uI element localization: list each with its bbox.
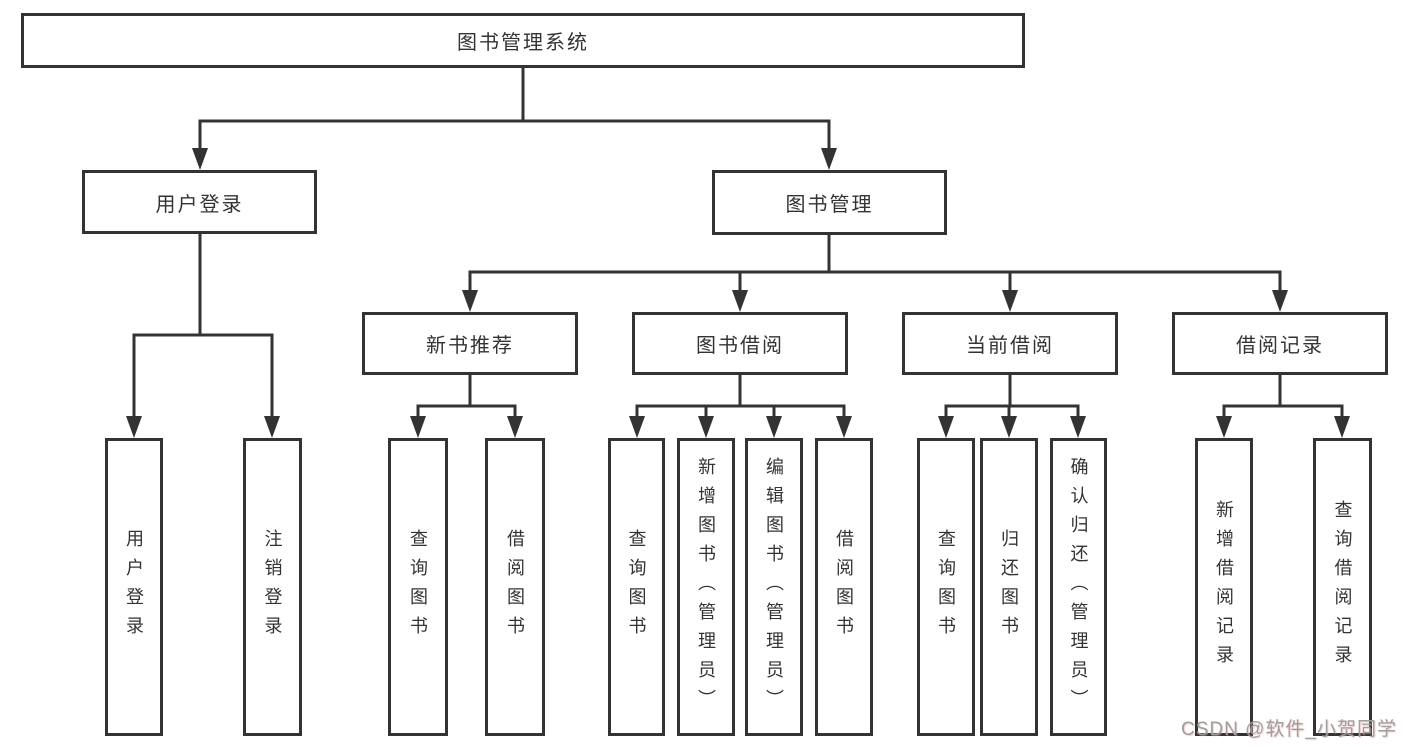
node-label: 当前借阅	[966, 335, 1054, 357]
node-new-book-recommend: 新书推荐	[362, 312, 578, 375]
node-root: 图书管理系统	[21, 13, 1025, 68]
node-label: 新书推荐	[426, 335, 514, 357]
leaf-borrow-books-recommend: 借阅图书	[485, 438, 545, 736]
leaf-label: 新增借阅记录	[1214, 500, 1234, 674]
leaf-label: 确认归还（管理员）	[1068, 456, 1089, 718]
leaf-label: 查询图书	[408, 529, 428, 645]
leaf-label: 查询图书	[936, 529, 956, 645]
node-label: 图书管理	[785, 194, 874, 216]
leaf-query-borrow-record: 查询借阅记录	[1313, 438, 1372, 736]
leaf-return-book: 归还图书	[980, 438, 1038, 736]
node-label: 借阅记录	[1236, 335, 1324, 357]
leaf-borrow-book: 借阅图书	[815, 438, 873, 736]
node-current-borrow: 当前借阅	[902, 312, 1118, 375]
node-root-label: 图书管理系统	[457, 32, 589, 54]
leaf-label: 借阅图书	[505, 529, 525, 645]
node-label: 图书借阅	[696, 335, 784, 357]
node-borrow-records: 借阅记录	[1172, 312, 1388, 375]
leaf-edit-book-admin: 编辑图书（管理员）	[745, 438, 803, 736]
node-book-management-module: 图书管理	[712, 170, 947, 235]
leaf-query-books-current: 查询图书	[917, 438, 975, 736]
csdn-watermark: CSDN @软件_小贺同学	[1181, 719, 1397, 740]
node-user-login-module: 用户登录	[82, 170, 317, 234]
leaf-query-books-recommend: 查询图书	[388, 438, 448, 736]
leaf-label: 新增图书（管理员）	[696, 456, 716, 718]
leaf-label: 查询图书	[626, 529, 647, 645]
leaf-add-borrow-record: 新增借阅记录	[1195, 438, 1253, 736]
leaf-add-book-admin: 新增图书（管理员）	[677, 438, 735, 736]
leaf-logout: 注销登录	[243, 438, 302, 736]
node-book-borrow: 图书借阅	[632, 312, 848, 375]
leaf-label: 查询借阅记录	[1332, 500, 1353, 674]
leaf-label: 归还图书	[999, 529, 1019, 645]
leaf-label: 编辑图书（管理员）	[764, 456, 784, 718]
leaf-label: 注销登录	[262, 529, 283, 645]
node-label: 用户登录	[155, 193, 244, 216]
arrowheads	[126, 148, 1350, 438]
leaf-label: 用户登录	[124, 529, 144, 645]
leaf-label: 借阅图书	[834, 529, 854, 645]
leaf-user-login: 用户登录	[105, 438, 163, 736]
leaf-confirm-return-admin: 确认归还（管理员）	[1050, 438, 1107, 736]
leaf-query-books-borrow: 查询图书	[608, 438, 665, 736]
